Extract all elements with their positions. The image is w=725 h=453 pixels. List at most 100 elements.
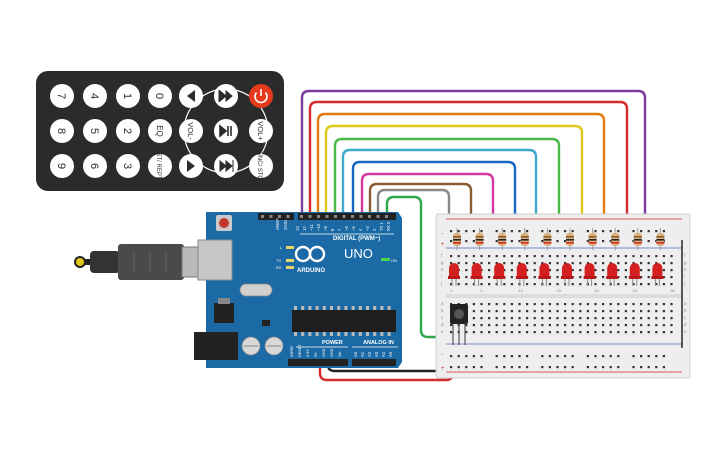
remote-button-4[interactable]	[83, 84, 107, 108]
digital-pin-label: ~11	[309, 224, 314, 231]
led[interactable]	[470, 263, 483, 286]
vol-minus-button[interactable]	[179, 119, 203, 143]
digital-header-left	[258, 213, 294, 220]
wire-cyan[interactable]	[341, 148, 538, 236]
remote-button-8[interactable]	[50, 119, 74, 143]
row-letter: d	[684, 322, 687, 327]
digital-pin-label: 12	[302, 226, 307, 231]
resistor[interactable]	[611, 228, 620, 250]
remote-button-1-label: 1	[121, 93, 133, 99]
led[interactable]	[561, 263, 573, 286]
digital-pin-label: 7	[337, 228, 342, 231]
resistor[interactable]	[633, 228, 642, 250]
led[interactable]	[583, 263, 596, 286]
wire-yellow[interactable]	[324, 124, 584, 236]
power-pin-label: Vin	[338, 352, 342, 357]
wire-green-signal[interactable]	[385, 195, 458, 339]
vol-plus-button[interactable]	[249, 119, 273, 143]
resistor[interactable]	[588, 228, 597, 250]
wire-brown[interactable]	[368, 182, 473, 236]
remote-button-7[interactable]	[50, 84, 74, 108]
wire-red[interactable]	[308, 100, 629, 236]
led[interactable]	[606, 263, 619, 286]
vol-plus-label: VOL+	[256, 121, 265, 141]
remote-button-eq[interactable]	[148, 119, 172, 143]
resistor[interactable]	[543, 228, 552, 250]
led[interactable]	[515, 263, 528, 286]
resistor[interactable]	[475, 228, 484, 250]
remote-button-5-label: 5	[88, 128, 100, 134]
remote-button-5[interactable]	[83, 119, 107, 143]
row-letter: j	[683, 281, 685, 286]
remote-button-6[interactable]	[83, 154, 107, 178]
column-number: 15	[556, 288, 561, 293]
arduino-logo	[294, 245, 326, 263]
ir-receiver[interactable]	[450, 304, 468, 345]
wire-orange[interactable]	[316, 112, 606, 236]
analog-header	[352, 359, 396, 366]
wire-purple[interactable]	[300, 89, 647, 236]
play-pause-icon	[219, 124, 232, 138]
analog-pin-label: A0	[353, 351, 358, 357]
remote-button-3[interactable]	[116, 154, 140, 178]
row-letter: g	[684, 260, 687, 265]
resistor[interactable]	[498, 228, 507, 250]
led[interactable]	[493, 263, 506, 286]
row-letter: g	[441, 260, 444, 265]
remote-button-0[interactable]	[148, 84, 172, 108]
led[interactable]	[628, 263, 641, 286]
remote-button-strept[interactable]	[148, 154, 172, 178]
digital-pin-label: 4	[358, 228, 363, 231]
reset-button-cap[interactable]	[219, 218, 229, 228]
resistor[interactable]	[520, 228, 529, 250]
power-icon	[254, 89, 268, 104]
digital-pin-label: ~3	[365, 226, 370, 231]
led[interactable]	[651, 263, 664, 286]
func-stop-button[interactable]	[249, 154, 273, 178]
wire-pink[interactable]	[360, 172, 495, 236]
analog-pin-label: A3	[374, 351, 379, 357]
row-letter: h	[441, 267, 444, 272]
remote-button-strept-label: ST/ REPT	[155, 152, 161, 179]
led-tx-label: TX	[276, 258, 281, 263]
resistor[interactable]	[453, 228, 461, 250]
digital-pin-holes	[261, 215, 388, 218]
ir-receiver-lens	[454, 309, 464, 319]
resistor[interactable]	[656, 228, 665, 250]
gnd-label: GND	[283, 219, 288, 230]
rail-minus-top: -	[441, 231, 443, 237]
row-letter: b	[441, 308, 444, 313]
remote-button-9[interactable]	[50, 154, 74, 178]
led-rx-label: RX	[276, 265, 282, 270]
row-letter: f	[684, 253, 686, 258]
wire-green[interactable]	[333, 137, 561, 236]
wire-blue[interactable]	[351, 160, 517, 236]
aref-label: AREF	[275, 218, 280, 230]
row-letter: d	[441, 322, 444, 327]
remote-button-2[interactable]	[116, 119, 140, 143]
led-on	[381, 258, 390, 261]
resistors	[453, 228, 665, 250]
wire-grey[interactable]	[376, 188, 451, 236]
vol-minus-label: VOL-	[186, 122, 195, 140]
rail-plus-top: +	[441, 242, 445, 248]
led[interactable]	[448, 263, 460, 286]
remote-button-1[interactable]	[116, 84, 140, 108]
led-l	[286, 246, 294, 249]
led[interactable]	[538, 263, 551, 286]
analog-pin-label: A1	[360, 351, 365, 357]
resistor[interactable]	[566, 228, 574, 250]
chip-pins	[294, 306, 391, 336]
power-pin-label: GND	[322, 348, 326, 357]
analog-pin-label: A2	[367, 351, 372, 357]
digital-pin-label: RX 0	[386, 221, 391, 231]
remote-button-8-label: 8	[55, 128, 67, 134]
row-letter: f	[441, 253, 443, 258]
